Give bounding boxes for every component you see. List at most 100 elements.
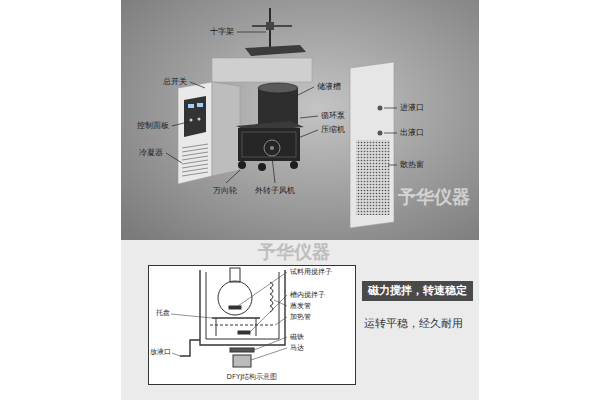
product-exploded-view-part xyxy=(190,119,193,122)
product-exploded-view-part xyxy=(184,96,206,137)
product-exploded-view xyxy=(178,8,394,228)
product-exploded-view-part xyxy=(356,140,390,215)
product-exploded-view-part-part xyxy=(182,164,208,168)
part-label: 蒸发管 xyxy=(290,302,311,310)
part-label: 控制面板 xyxy=(137,121,169,131)
part-label: 散热窗 xyxy=(400,160,424,170)
product-exploded-view-part-part xyxy=(182,156,208,160)
schematic-drawing-part xyxy=(212,317,260,318)
product-exploded-view-part xyxy=(212,58,312,82)
product-exploded-view-part-part xyxy=(182,160,208,164)
leader-lines-part xyxy=(298,87,314,95)
leader-lines-part xyxy=(384,133,397,134)
schematic-drawing-part xyxy=(270,282,273,312)
part-label: 外转子风机 xyxy=(255,186,295,196)
product-exploded-view-part xyxy=(378,106,383,111)
product-exploded-view-part xyxy=(198,118,201,121)
schematic-leaders-part xyxy=(238,272,287,306)
part-label: 出液口 xyxy=(400,128,424,138)
part-label: 磁铁 xyxy=(290,333,304,341)
product-exploded-view-part xyxy=(258,163,266,171)
leader-lines-part xyxy=(172,122,188,126)
product-exploded-view-part xyxy=(258,88,298,126)
schematic-drawing-part xyxy=(200,270,285,345)
leader-lines xyxy=(166,32,397,183)
leader-lines-part xyxy=(300,116,318,118)
schematic-drawing-part xyxy=(218,281,252,315)
product-exploded-view-part xyxy=(212,82,240,176)
part-label: 总开关 xyxy=(163,77,187,87)
schematic-ground xyxy=(149,266,355,384)
product-exploded-view-part xyxy=(178,82,212,184)
watermark: 予华仪器 xyxy=(398,186,470,208)
schematic-drawing-part xyxy=(230,268,240,282)
part-label: 加热管 xyxy=(290,313,311,321)
part-label: 压缩机 xyxy=(321,125,345,135)
product-exploded-view-part xyxy=(258,83,298,93)
schematic-drawing xyxy=(180,268,285,367)
product-exploded-view-part-part xyxy=(182,152,208,156)
schematic-leaders-part xyxy=(274,300,287,306)
schematic-drawing-part xyxy=(230,348,254,352)
part-label: 槽内搅拌子 xyxy=(290,291,325,299)
part-label: 储液槽 xyxy=(317,82,341,92)
schematic-leaders-part xyxy=(251,348,287,360)
product-exploded-view-part xyxy=(182,144,208,176)
part-label: 进液口 xyxy=(400,103,424,113)
product-exploded-view-part xyxy=(264,140,280,156)
schematic-drawing-part xyxy=(229,306,241,309)
feature-text: 磁力搅拌，转速稳定 xyxy=(368,284,467,297)
schematic-drawing-part xyxy=(180,340,200,356)
schematic-drawing-part xyxy=(256,318,257,336)
schematic-drawing-part xyxy=(216,318,217,336)
feature-band: 磁力搅拌，转速稳定 xyxy=(362,281,473,301)
product-exploded-view-part xyxy=(270,146,274,150)
leader-lines-part xyxy=(166,153,182,163)
top-background xyxy=(121,0,479,240)
schematic-leaders-part xyxy=(250,295,287,332)
product-exploded-view-part xyxy=(197,103,203,107)
schematic-leaders-part xyxy=(172,353,180,356)
feature-text: 运转平稳，经久耐用 xyxy=(364,317,463,330)
product-exploded-view-part xyxy=(266,22,274,30)
watermark: 予华仪器 xyxy=(258,241,330,263)
product-exploded-view-part xyxy=(188,104,194,108)
part-label: 放液口 xyxy=(150,348,171,356)
product-exploded-view-part xyxy=(242,132,296,157)
product-exploded-view-part xyxy=(238,161,246,169)
schematic-drawing-part xyxy=(233,355,251,367)
product-exploded-view-part-part xyxy=(182,172,208,176)
part-label: 循环泵 xyxy=(321,111,345,121)
schematic-leaders xyxy=(171,272,287,360)
product-exploded-view-part xyxy=(378,131,383,136)
leader-lines-part xyxy=(384,108,397,109)
schematic-drawing-part xyxy=(206,272,279,339)
product-exploded-view-part-part xyxy=(182,168,208,172)
product-exploded-view-part xyxy=(245,45,306,56)
leader-lines-part xyxy=(226,170,240,183)
leader-lines-part xyxy=(190,82,205,88)
leader-lines-part xyxy=(388,165,397,166)
schematic-leaders-part xyxy=(254,337,287,350)
leader-lines-part xyxy=(237,32,266,33)
part-label: 托盘 xyxy=(156,309,170,317)
schematic-drawing-part xyxy=(210,325,275,326)
schematic-drawing-part xyxy=(238,331,250,334)
leader-lines-part xyxy=(298,130,318,138)
schematic-leaders-part xyxy=(275,317,287,325)
part-label: 马达 xyxy=(290,344,304,352)
part-label: 十字架 xyxy=(210,27,234,37)
diagram-caption: DFYJ结构示意图 xyxy=(149,373,355,381)
bottom-background xyxy=(121,240,479,400)
product-exploded-view-part xyxy=(350,62,394,228)
product-exploded-view-part-part xyxy=(182,144,208,148)
product-exploded-view-part xyxy=(238,128,300,161)
schematic-leaders-part xyxy=(171,314,212,318)
schematic-frame: DFYJ结构示意图 xyxy=(148,265,356,385)
part-label: 冷凝器 xyxy=(139,148,163,158)
product-exploded-view-part xyxy=(290,161,298,169)
product-exploded-view-part-part xyxy=(182,148,208,152)
part-label: 试料用搅拌子 xyxy=(290,268,332,276)
part-label: 万向轮 xyxy=(213,186,237,196)
